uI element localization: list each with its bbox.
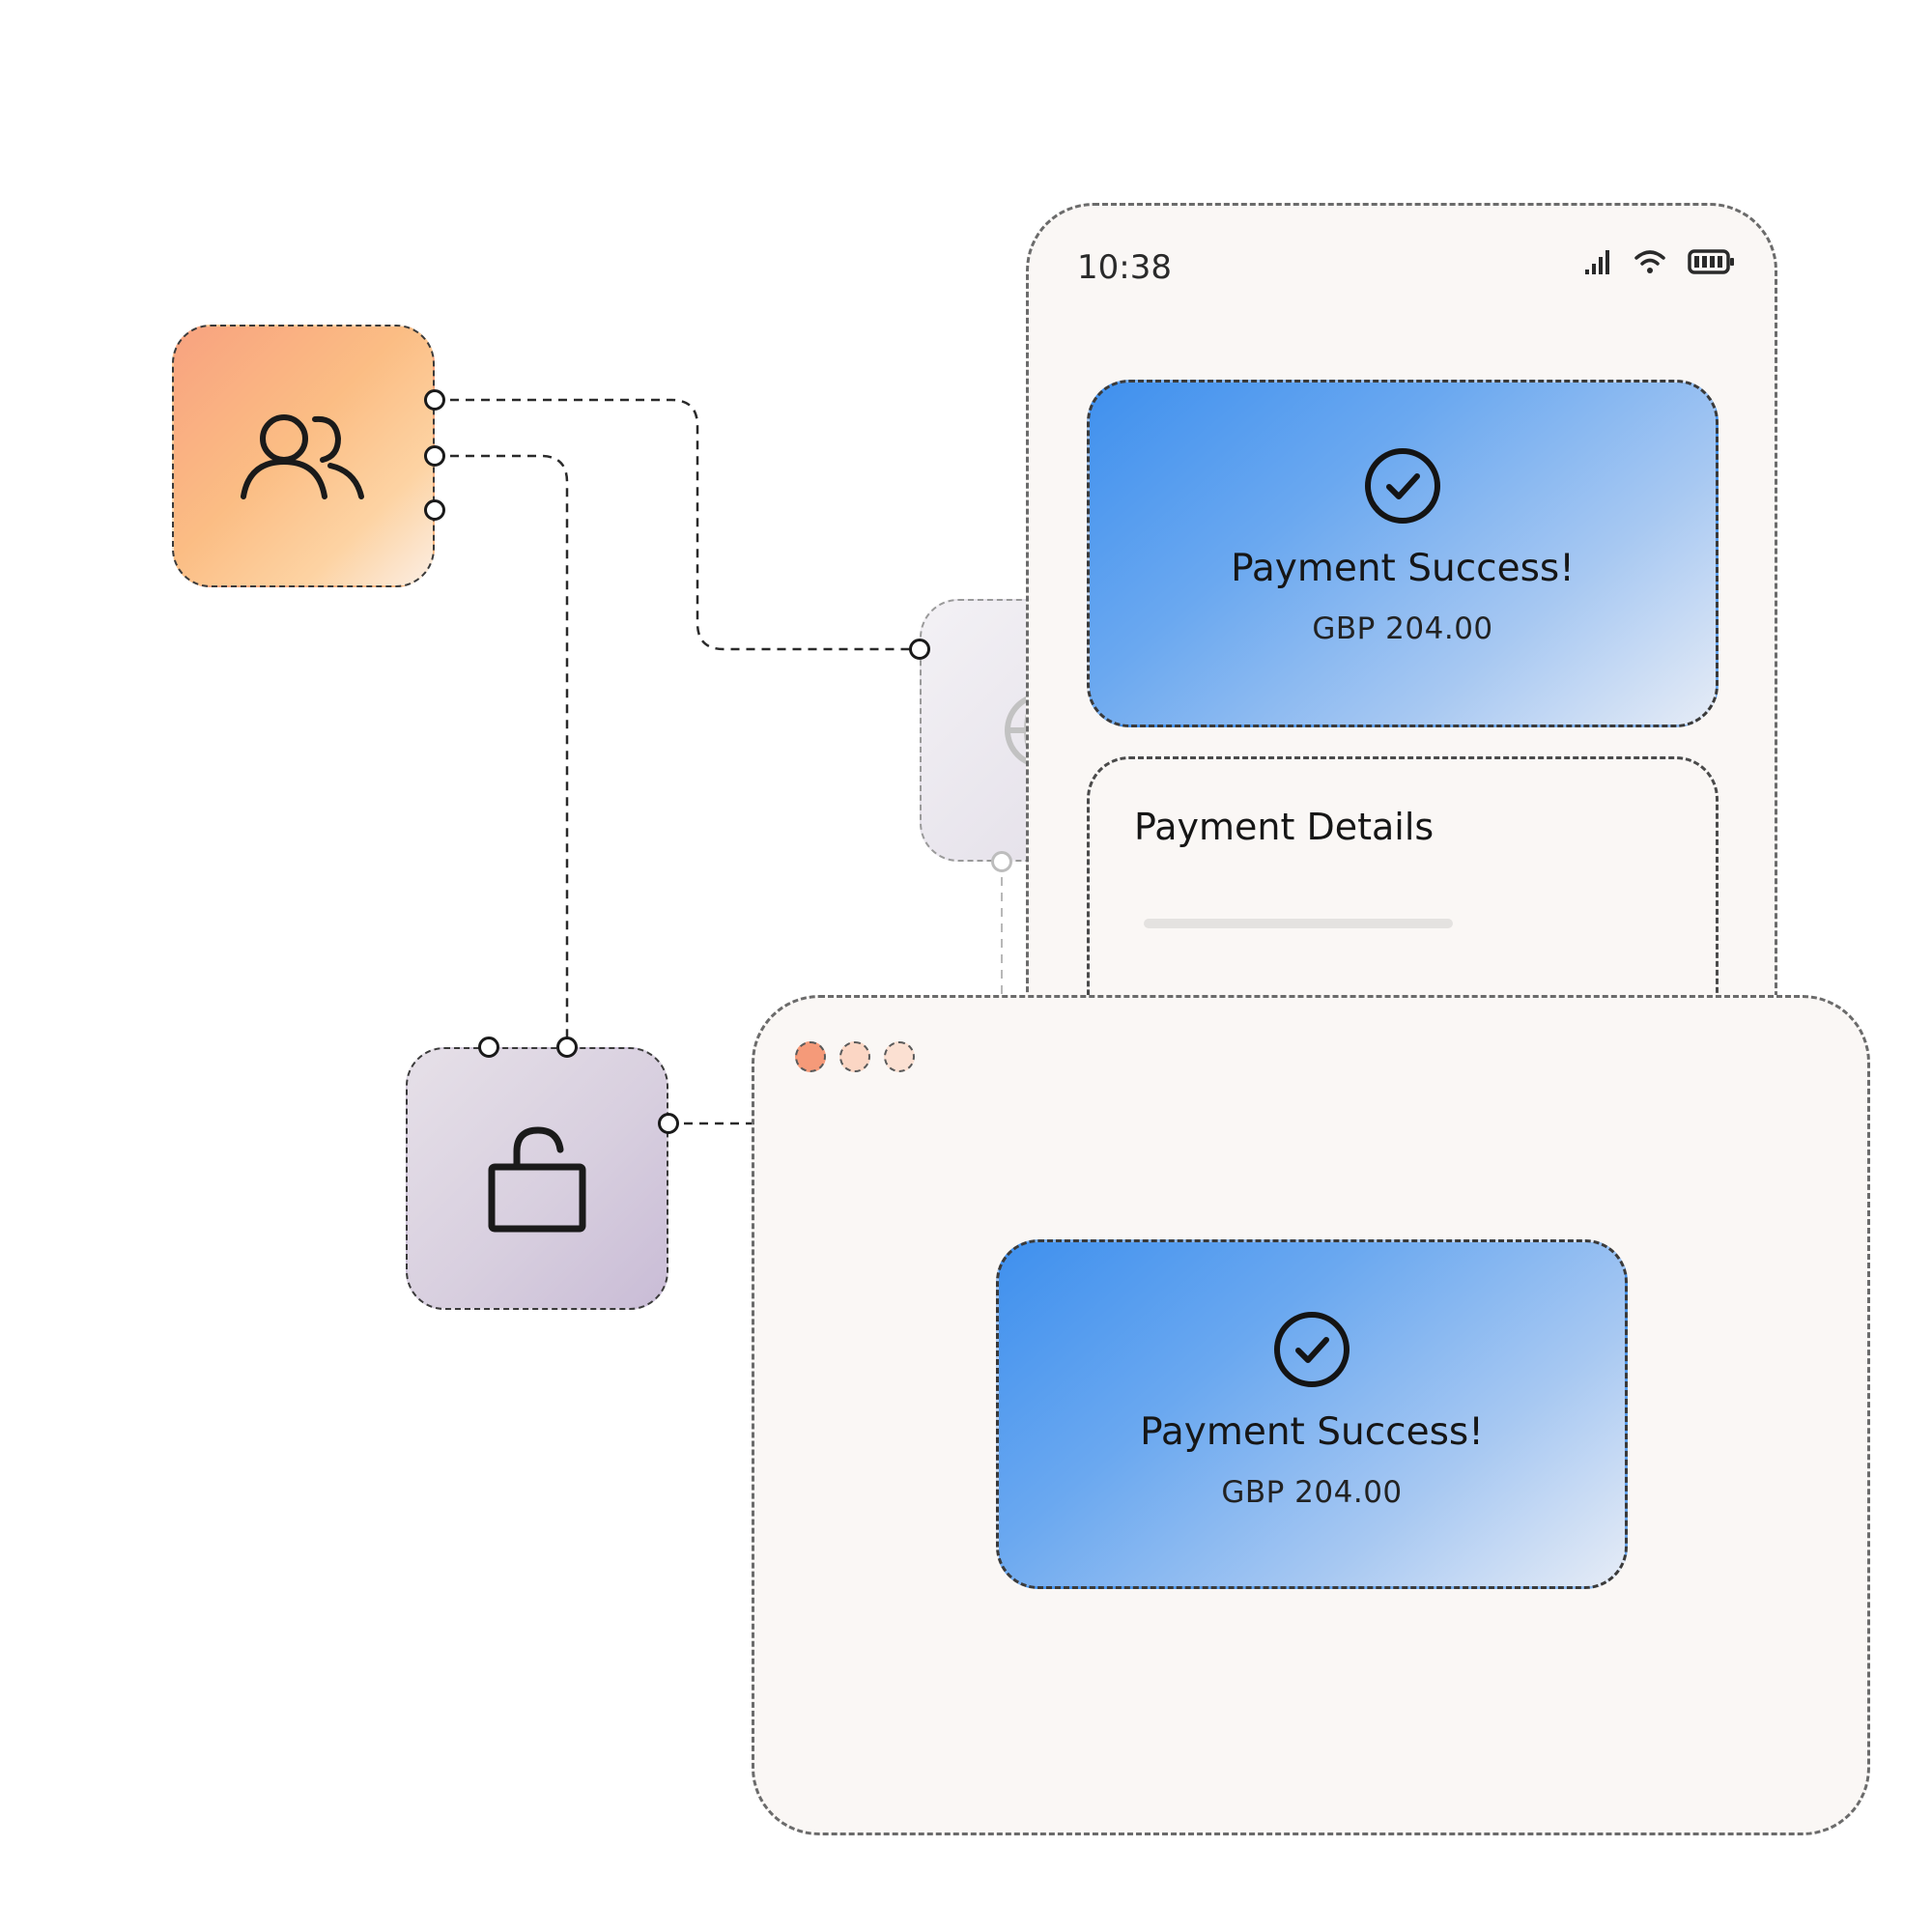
battery-icon	[1688, 249, 1734, 274]
lock-connector-handle-right[interactable]	[658, 1113, 679, 1134]
globe-connector-handle-left[interactable]	[909, 639, 930, 660]
payment-details-title: Payment Details	[1134, 806, 1435, 848]
check-circle-icon	[1365, 448, 1440, 524]
wifi-icon	[1634, 250, 1665, 273]
check-circle-icon	[1274, 1312, 1350, 1387]
payment-amount: GBP 204.00	[1221, 1475, 1403, 1510]
users-connector-handle-2[interactable]	[424, 445, 445, 467]
lock-connector-handle-top-1[interactable]	[478, 1037, 499, 1058]
payment-success-title: Payment Success!	[1231, 547, 1575, 590]
details-skeleton-line	[1144, 919, 1453, 928]
lock-node[interactable]	[406, 1047, 668, 1310]
payment-success-title: Payment Success!	[1140, 1410, 1484, 1454]
window-maximize-dot[interactable]	[884, 1041, 915, 1072]
connector-users-to-globe	[435, 398, 920, 651]
unlock-icon	[488, 1126, 586, 1233]
window-close-dot[interactable]	[795, 1041, 826, 1072]
browser-window-mockup: Payment Success! GBP 204.00	[752, 995, 1870, 1835]
globe-connector-handle-bottom[interactable]	[991, 851, 1012, 872]
payment-amount: GBP 204.00	[1312, 611, 1493, 646]
users-node[interactable]	[172, 325, 435, 587]
lock-connector-handle-top-2[interactable]	[556, 1037, 578, 1058]
users-icon	[241, 414, 364, 499]
users-connector-handle-1[interactable]	[424, 389, 445, 411]
signal-icon	[1585, 250, 1609, 274]
connector-users-to-lock	[435, 454, 569, 1051]
browser-payment-success-card: Payment Success! GBP 204.00	[996, 1239, 1628, 1589]
users-connector-handle-3[interactable]	[424, 499, 445, 521]
phone-payment-success-card: Payment Success! GBP 204.00	[1087, 380, 1719, 727]
status-icons	[1583, 248, 1736, 275]
window-minimize-dot[interactable]	[839, 1041, 870, 1072]
status-time: 10:38	[1077, 248, 1172, 287]
